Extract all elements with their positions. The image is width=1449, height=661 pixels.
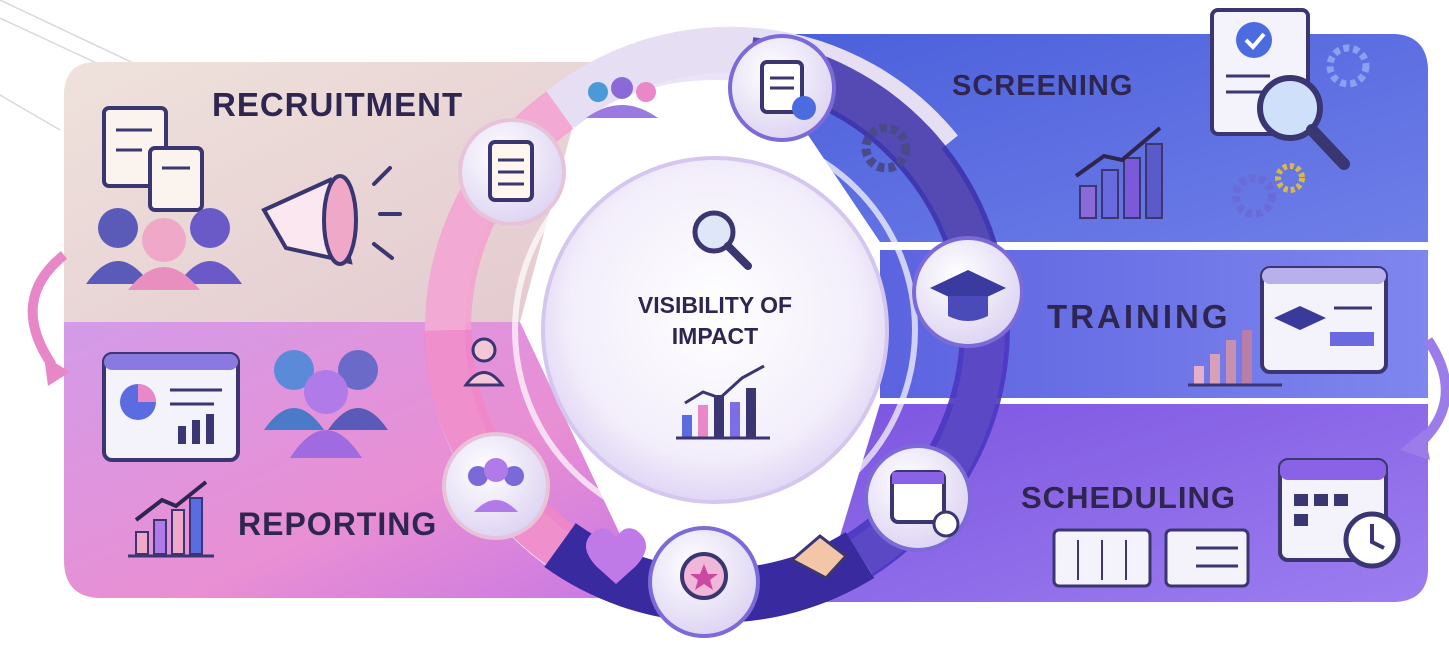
search-magnifier-icon	[1257, 75, 1350, 170]
center-circle	[541, 156, 889, 504]
center-title-line2: IMPACT	[671, 323, 759, 349]
center-title-line1: VISIBILITY OF	[637, 292, 793, 318]
schedule-calendar-icon	[1278, 458, 1401, 569]
gear-icon	[861, 44, 1370, 218]
center-title: VISIBILITY OF IMPACT	[600, 290, 830, 352]
growth-chart-icon	[676, 364, 770, 440]
reporting-label: REPORTING	[238, 506, 438, 542]
recruitment-label: RECRUITMENT	[212, 86, 464, 123]
reporting-chart-icon	[128, 480, 214, 558]
people-small-icon	[463, 337, 505, 387]
dashboard-icon	[102, 352, 240, 462]
right-flow-arrow	[1414, 337, 1449, 449]
recruitment-documents-icon	[102, 106, 204, 212]
training-chart-icon	[1188, 330, 1282, 387]
screening-chart-icon	[1074, 126, 1163, 219]
team-bubble	[442, 432, 550, 540]
team-top-icon	[586, 77, 658, 118]
screening-label: SCREENING	[952, 70, 1134, 102]
megaphone-icon	[261, 166, 402, 266]
reporting-people-icon	[264, 350, 388, 458]
graduation-cap-bubble	[912, 236, 1024, 348]
scheduling-label: SCHEDULING	[1021, 480, 1236, 515]
handshake-icon	[789, 534, 849, 580]
calendar-bubble	[864, 444, 972, 552]
candidates-group-icon	[86, 208, 242, 290]
training-label: TRAINING	[1047, 298, 1231, 335]
training-window-icon	[1260, 266, 1388, 374]
left-flow-arrow	[27, 251, 68, 368]
document-bubble	[458, 118, 566, 226]
magnifier-icon	[692, 210, 752, 270]
heart-icon	[586, 528, 646, 584]
screening-clipboard-bubble	[728, 34, 836, 142]
schedule-board-icon	[1052, 528, 1250, 588]
award-bubble	[648, 526, 760, 638]
